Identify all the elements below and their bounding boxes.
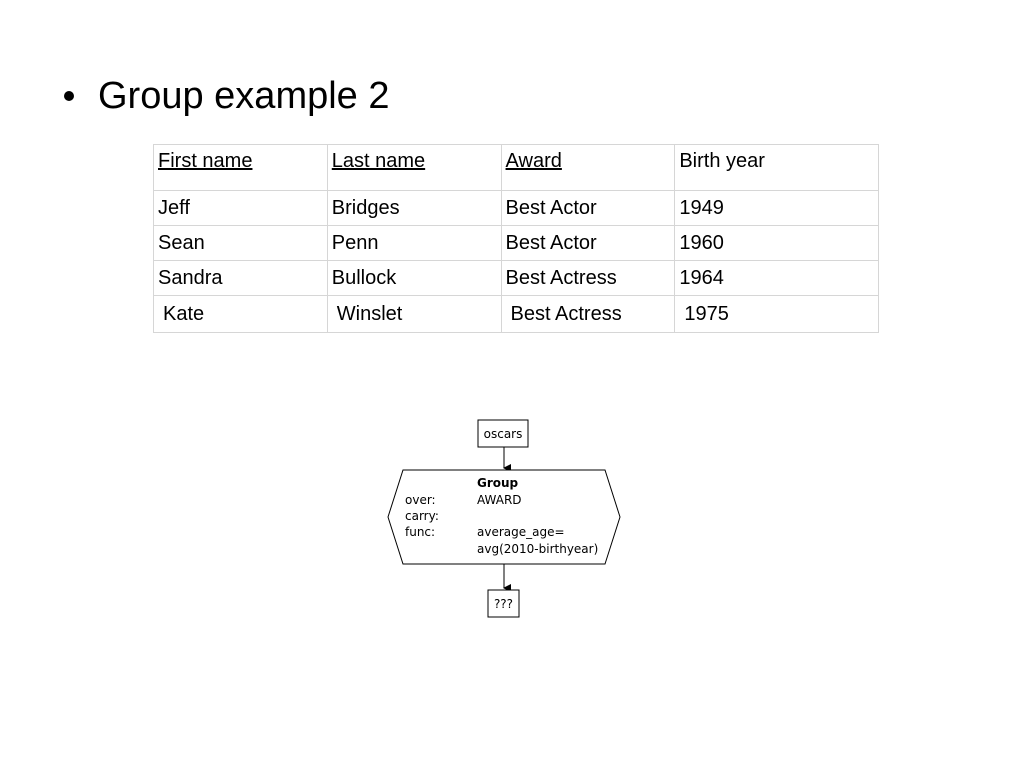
cell-first-name: Sandra [153, 260, 328, 296]
cell-birth-year: 1975 [674, 295, 879, 333]
cell-award: Best Actor [500, 190, 676, 226]
operator-name: Group [477, 476, 519, 490]
cell-birth-year: 1960 [674, 225, 879, 261]
header-last-name: Last name [326, 144, 502, 191]
oscars-node: oscars [477, 419, 529, 448]
cell-last-name: Winslet [326, 295, 502, 333]
cell-first-name: Kate [153, 295, 328, 333]
table-row: Sandra Bullock Best Actress 1964 [153, 260, 879, 296]
param-carry-key: carry: [405, 509, 439, 523]
bullet-dot-icon [64, 91, 74, 101]
cell-award: Best Actress [500, 295, 676, 333]
cell-last-name: Penn [326, 225, 502, 261]
output-node-label: ??? [494, 597, 513, 611]
table-row: Jeff Bridges Best Actor 1949 [153, 190, 879, 226]
title-bullet-row: Group example 2 [64, 74, 390, 118]
cell-birth-year: 1949 [674, 190, 879, 226]
cell-first-name: Jeff [153, 190, 328, 226]
param-over-key: over: [405, 493, 436, 507]
header-award: Award [500, 144, 676, 191]
output-node: ??? [487, 589, 520, 618]
group-flow-diagram: oscars Group over: AWARD carry: func: av… [387, 419, 621, 618]
table-header-row: First name Last name Award Birth year [153, 144, 879, 191]
cell-first-name: Sean [153, 225, 328, 261]
group-operator-node: Group over: AWARD carry: func: average_a… [387, 469, 621, 565]
param-over-value: AWARD [477, 493, 522, 507]
header-birth-year: Birth year [674, 144, 879, 191]
header-first-name: First name [153, 144, 328, 191]
cell-last-name: Bullock [326, 260, 502, 296]
param-func-continuation: avg(2010-birthyear) [477, 542, 598, 556]
table-row: Sean Penn Best Actor 1960 [153, 225, 879, 261]
oscars-node-label: oscars [484, 427, 523, 441]
param-func-key: func: [405, 525, 435, 539]
cell-award: Best Actress [500, 260, 676, 296]
slide-title: Group example 2 [98, 75, 390, 117]
table-row: Kate Winslet Best Actress 1975 [153, 295, 879, 333]
cell-last-name: Bridges [326, 190, 502, 226]
cell-birth-year: 1964 [674, 260, 879, 296]
oscars-table: First name Last name Award Birth year Je… [153, 144, 879, 333]
cell-award: Best Actor [500, 225, 676, 261]
param-func-value: average_age= [477, 525, 565, 539]
